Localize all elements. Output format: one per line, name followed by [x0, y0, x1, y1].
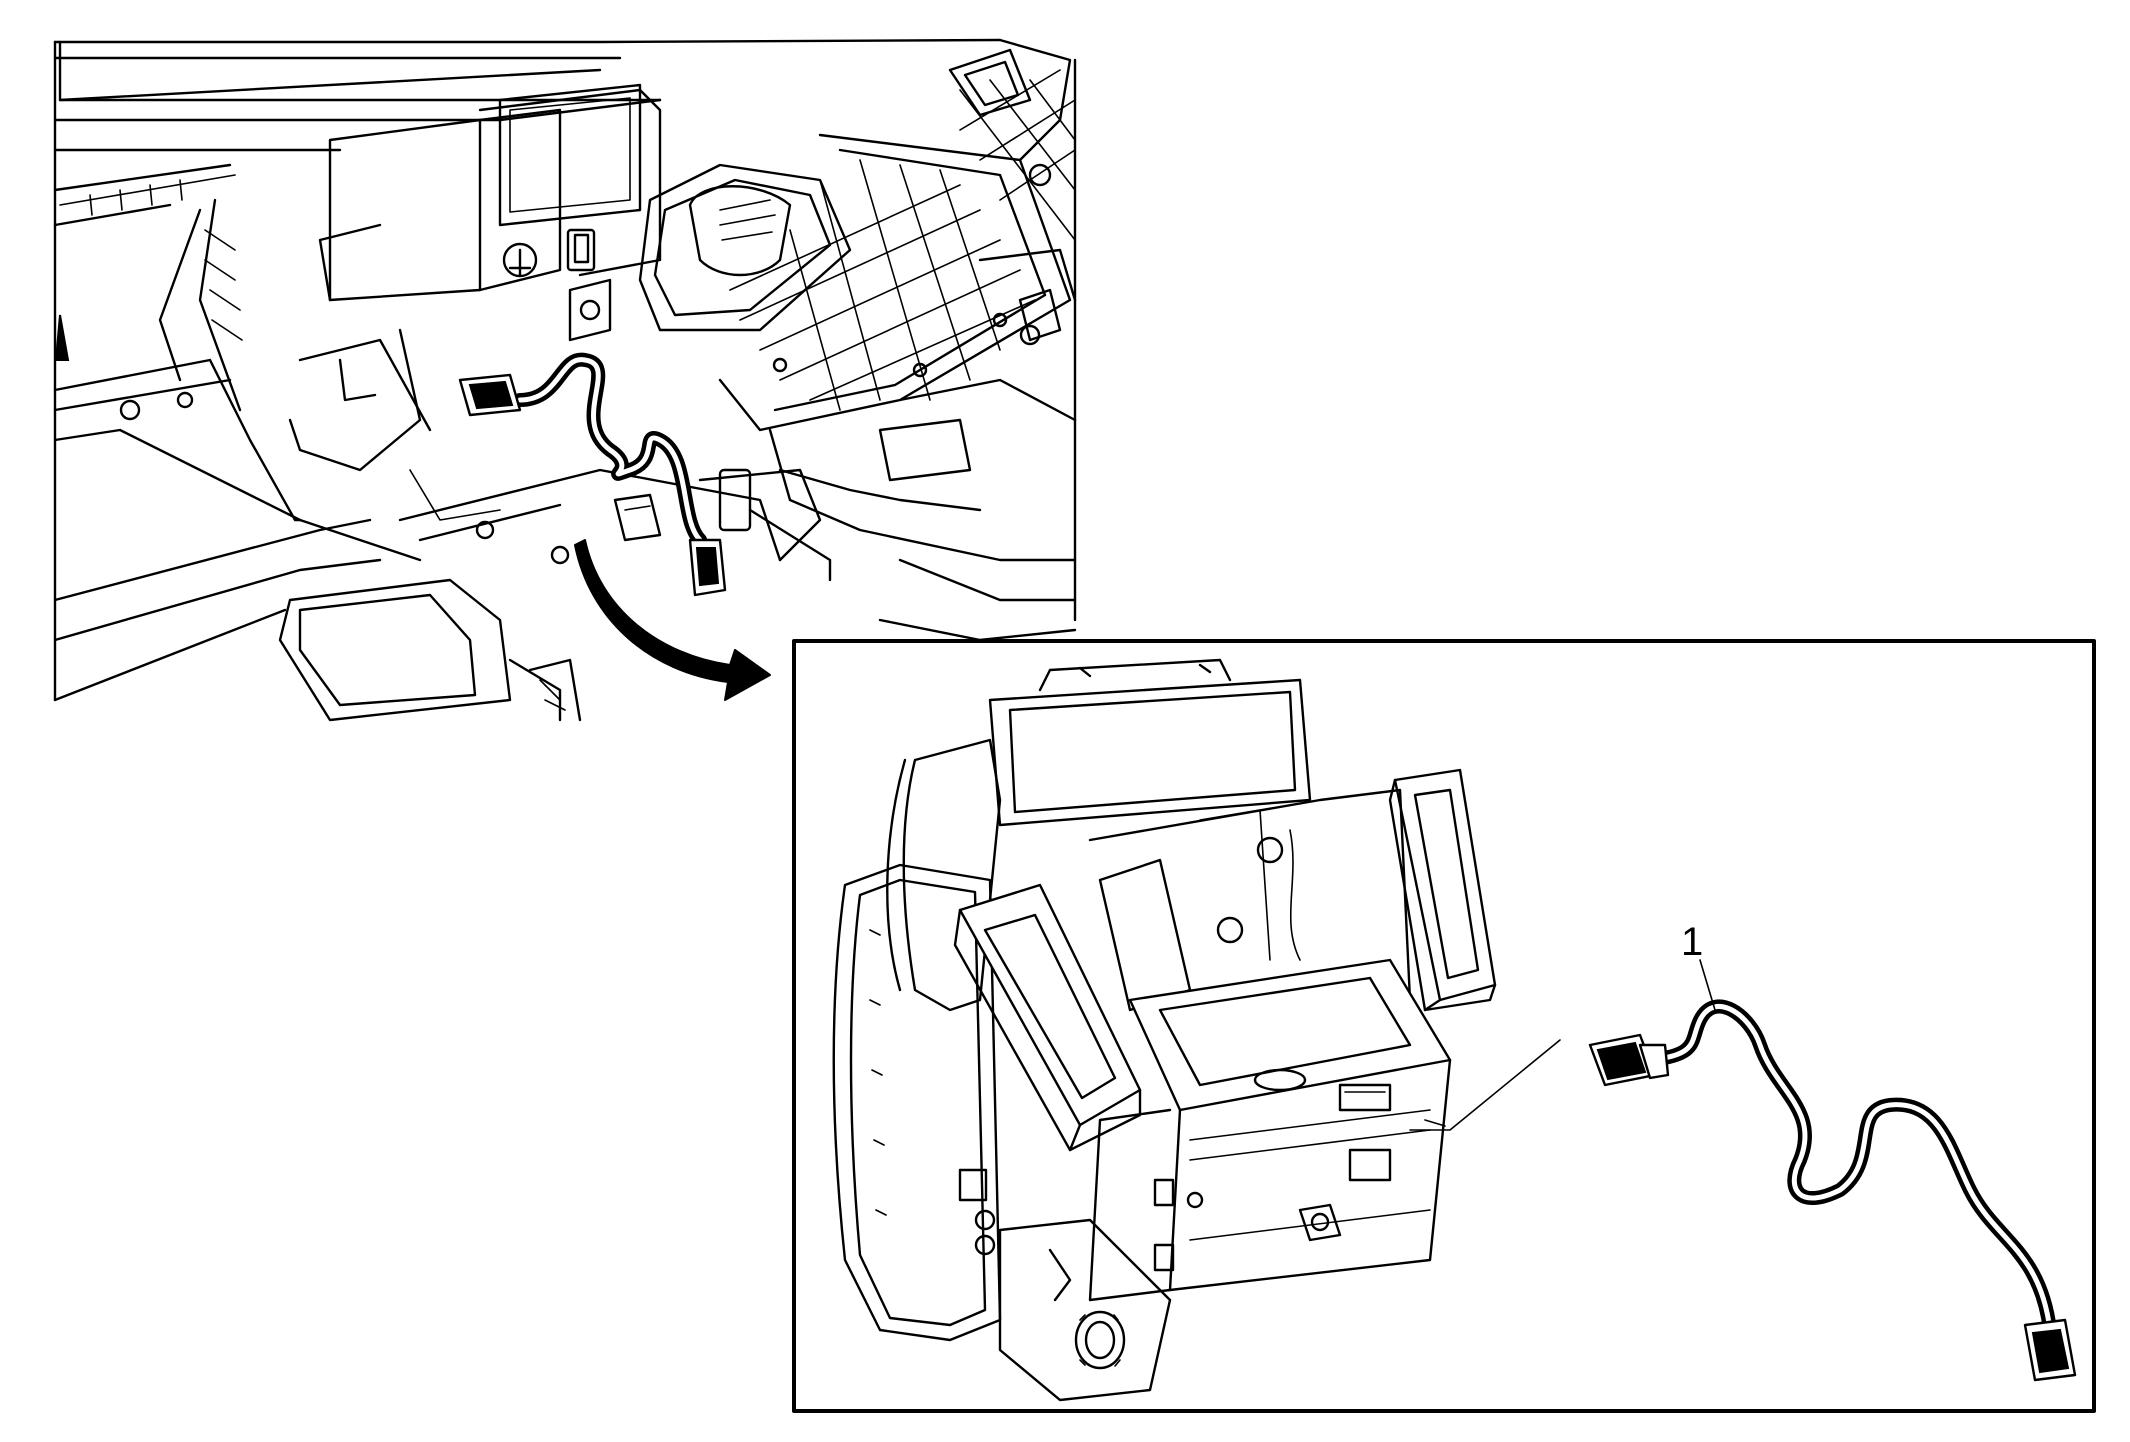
harness-connector-radio-end: [1588, 1033, 1670, 1087]
callout-1-leader: [1699, 959, 1716, 1011]
radio-control-assembly: [832, 658, 1497, 1402]
harness-connector-upper: [458, 373, 522, 417]
left-dash-structure: [53, 198, 422, 702]
instrument-panel-opening: [638, 133, 1072, 432]
harness-connector-lower: [688, 538, 727, 597]
installed-wiring-harness: [458, 352, 727, 597]
hvac-module: [288, 83, 662, 521]
right-dash-structure: [768, 38, 1077, 642]
radio-receiver-box: [1088, 958, 1452, 1302]
harness-clip: [613, 493, 662, 542]
left-air-vent-frame: [953, 883, 1142, 1152]
harness-connector-terminal-end: [2023, 1318, 2077, 1382]
callout-1: 1: [1681, 920, 1716, 1011]
control-knob: [1074, 1310, 1126, 1370]
callout-1-label: 1: [1681, 920, 1703, 964]
vehicle-overview-view: [53, 38, 1077, 722]
detail-inset-frame: [792, 639, 2096, 1413]
lower-console-base: [278, 468, 832, 722]
detail-inset: 1: [792, 639, 2096, 1413]
right-air-vent-frame: [1388, 768, 1497, 1012]
installation-leader-line: [1409, 1039, 1561, 1131]
transfer-arrow: [574, 539, 771, 701]
removed-wiring-harness: [1588, 999, 2077, 1382]
